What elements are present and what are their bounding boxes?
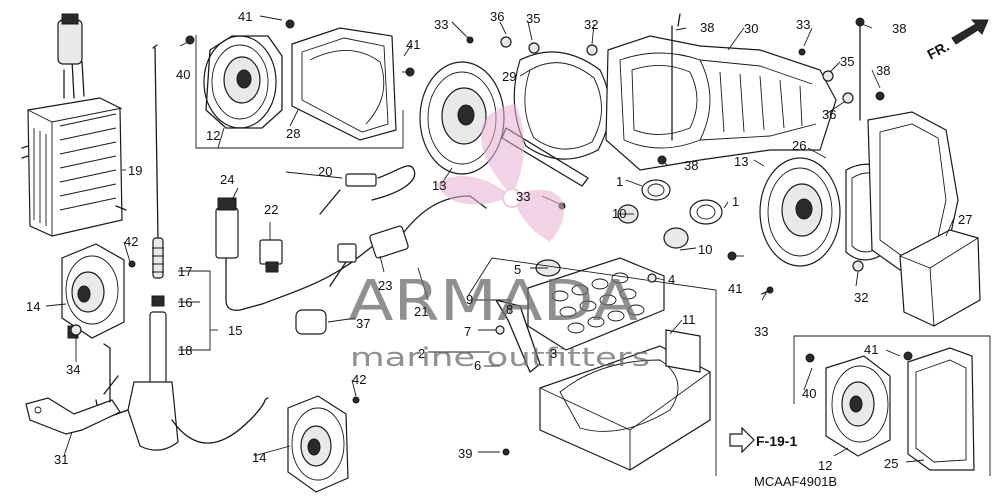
callout-37: 37	[356, 316, 370, 331]
watermark-logo	[436, 104, 565, 242]
callout-34: 34	[66, 362, 80, 377]
front-direction-label: FR.	[924, 38, 951, 63]
callout-35: 35	[840, 54, 854, 69]
callout-1: 1	[616, 174, 623, 189]
callout-40: 40	[802, 386, 816, 401]
callout-41: 41	[728, 281, 742, 296]
rear-speaker-left	[61, 243, 125, 339]
antenna-assembly	[95, 44, 269, 451]
callout-15: 15	[228, 323, 242, 338]
callout-32: 32	[854, 290, 868, 305]
harness-cables	[215, 165, 487, 335]
callout-5: 5	[514, 262, 521, 277]
audio-head-unit	[495, 257, 711, 471]
callout-7: 7	[464, 324, 471, 339]
callout-41: 41	[864, 342, 878, 357]
callout-3: 3	[550, 346, 557, 361]
callout-26: 26	[792, 138, 806, 153]
callout-35: 35	[526, 11, 540, 26]
leader-lines	[45, 15, 955, 463]
callout-24: 24	[220, 172, 234, 187]
callout-12: 12	[206, 128, 220, 143]
callout-38: 38	[876, 63, 890, 78]
callout-42: 42	[124, 234, 138, 249]
front-direction-arrow	[951, 19, 989, 45]
callout-36: 36	[490, 9, 504, 24]
callout-9: 9	[466, 292, 473, 307]
rear-speaker-bottom	[287, 395, 349, 493]
front-speaker-right	[759, 111, 959, 271]
callout-29: 29	[502, 69, 516, 84]
callout-18: 18	[178, 343, 192, 358]
callout-33: 33	[796, 17, 810, 32]
callout-33: 33	[434, 17, 448, 32]
watermark-tagline: marine outfitters	[350, 343, 650, 373]
callout-25: 25	[884, 456, 898, 471]
callout-38: 38	[892, 21, 906, 36]
callout-11: 11	[682, 312, 696, 327]
front-speaker-assembly-top	[195, 27, 404, 149]
front-speaker-assembly-bottom	[793, 335, 991, 476]
reference-label: F-19-1	[756, 433, 797, 449]
callout-13: 13	[734, 154, 748, 169]
callout-41: 41	[406, 37, 420, 52]
callout-41: 41	[238, 9, 252, 24]
callout-10: 10	[698, 242, 712, 257]
rear-cover	[899, 229, 981, 327]
callout-42: 42	[352, 372, 366, 387]
callout-4: 4	[668, 272, 675, 287]
callout-21: 21	[414, 304, 428, 319]
callout-33: 33	[754, 324, 768, 339]
callout-1: 1	[732, 194, 739, 209]
callout-20: 20	[318, 164, 332, 179]
callout-40: 40	[176, 67, 190, 82]
callout-19: 19	[128, 163, 142, 178]
callout-14: 14	[26, 299, 40, 314]
drawing-code: MCAAF4901B	[754, 474, 837, 489]
callout-28: 28	[286, 126, 300, 141]
antenna-bracket	[25, 343, 121, 435]
callout-numbers: 1 1 2 3 4 5 6 7 8 9 10 10 11 12 12 13 13…	[26, 9, 972, 473]
clip-pieces	[617, 179, 723, 249]
callout-36: 36	[822, 107, 836, 122]
callout-6: 6	[474, 358, 481, 373]
callout-14: 14	[252, 450, 266, 465]
callout-22: 22	[264, 202, 278, 217]
callout-10: 10	[612, 206, 626, 221]
callout-33: 33	[516, 189, 530, 204]
callout-23: 23	[378, 278, 392, 293]
callout-27: 27	[958, 212, 972, 227]
callout-39: 39	[458, 446, 472, 461]
reference-arrow	[729, 426, 755, 454]
amplifier-unit	[21, 13, 127, 237]
watermark-brand: ARMADA	[348, 269, 638, 334]
callout-2: 2	[418, 346, 425, 361]
callout-31: 31	[54, 452, 68, 467]
speaker-duct	[605, 13, 837, 171]
callout-8: 8	[506, 302, 513, 317]
callout-32: 32	[584, 17, 598, 32]
callout-12: 12	[818, 458, 832, 473]
callout-38: 38	[700, 20, 714, 35]
callout-38: 38	[684, 158, 698, 173]
callout-17: 17	[178, 264, 192, 279]
callout-16: 16	[178, 295, 192, 310]
callout-13: 13	[432, 178, 446, 193]
group-outline-head-unit	[467, 257, 717, 476]
callout-30: 30	[744, 21, 758, 36]
